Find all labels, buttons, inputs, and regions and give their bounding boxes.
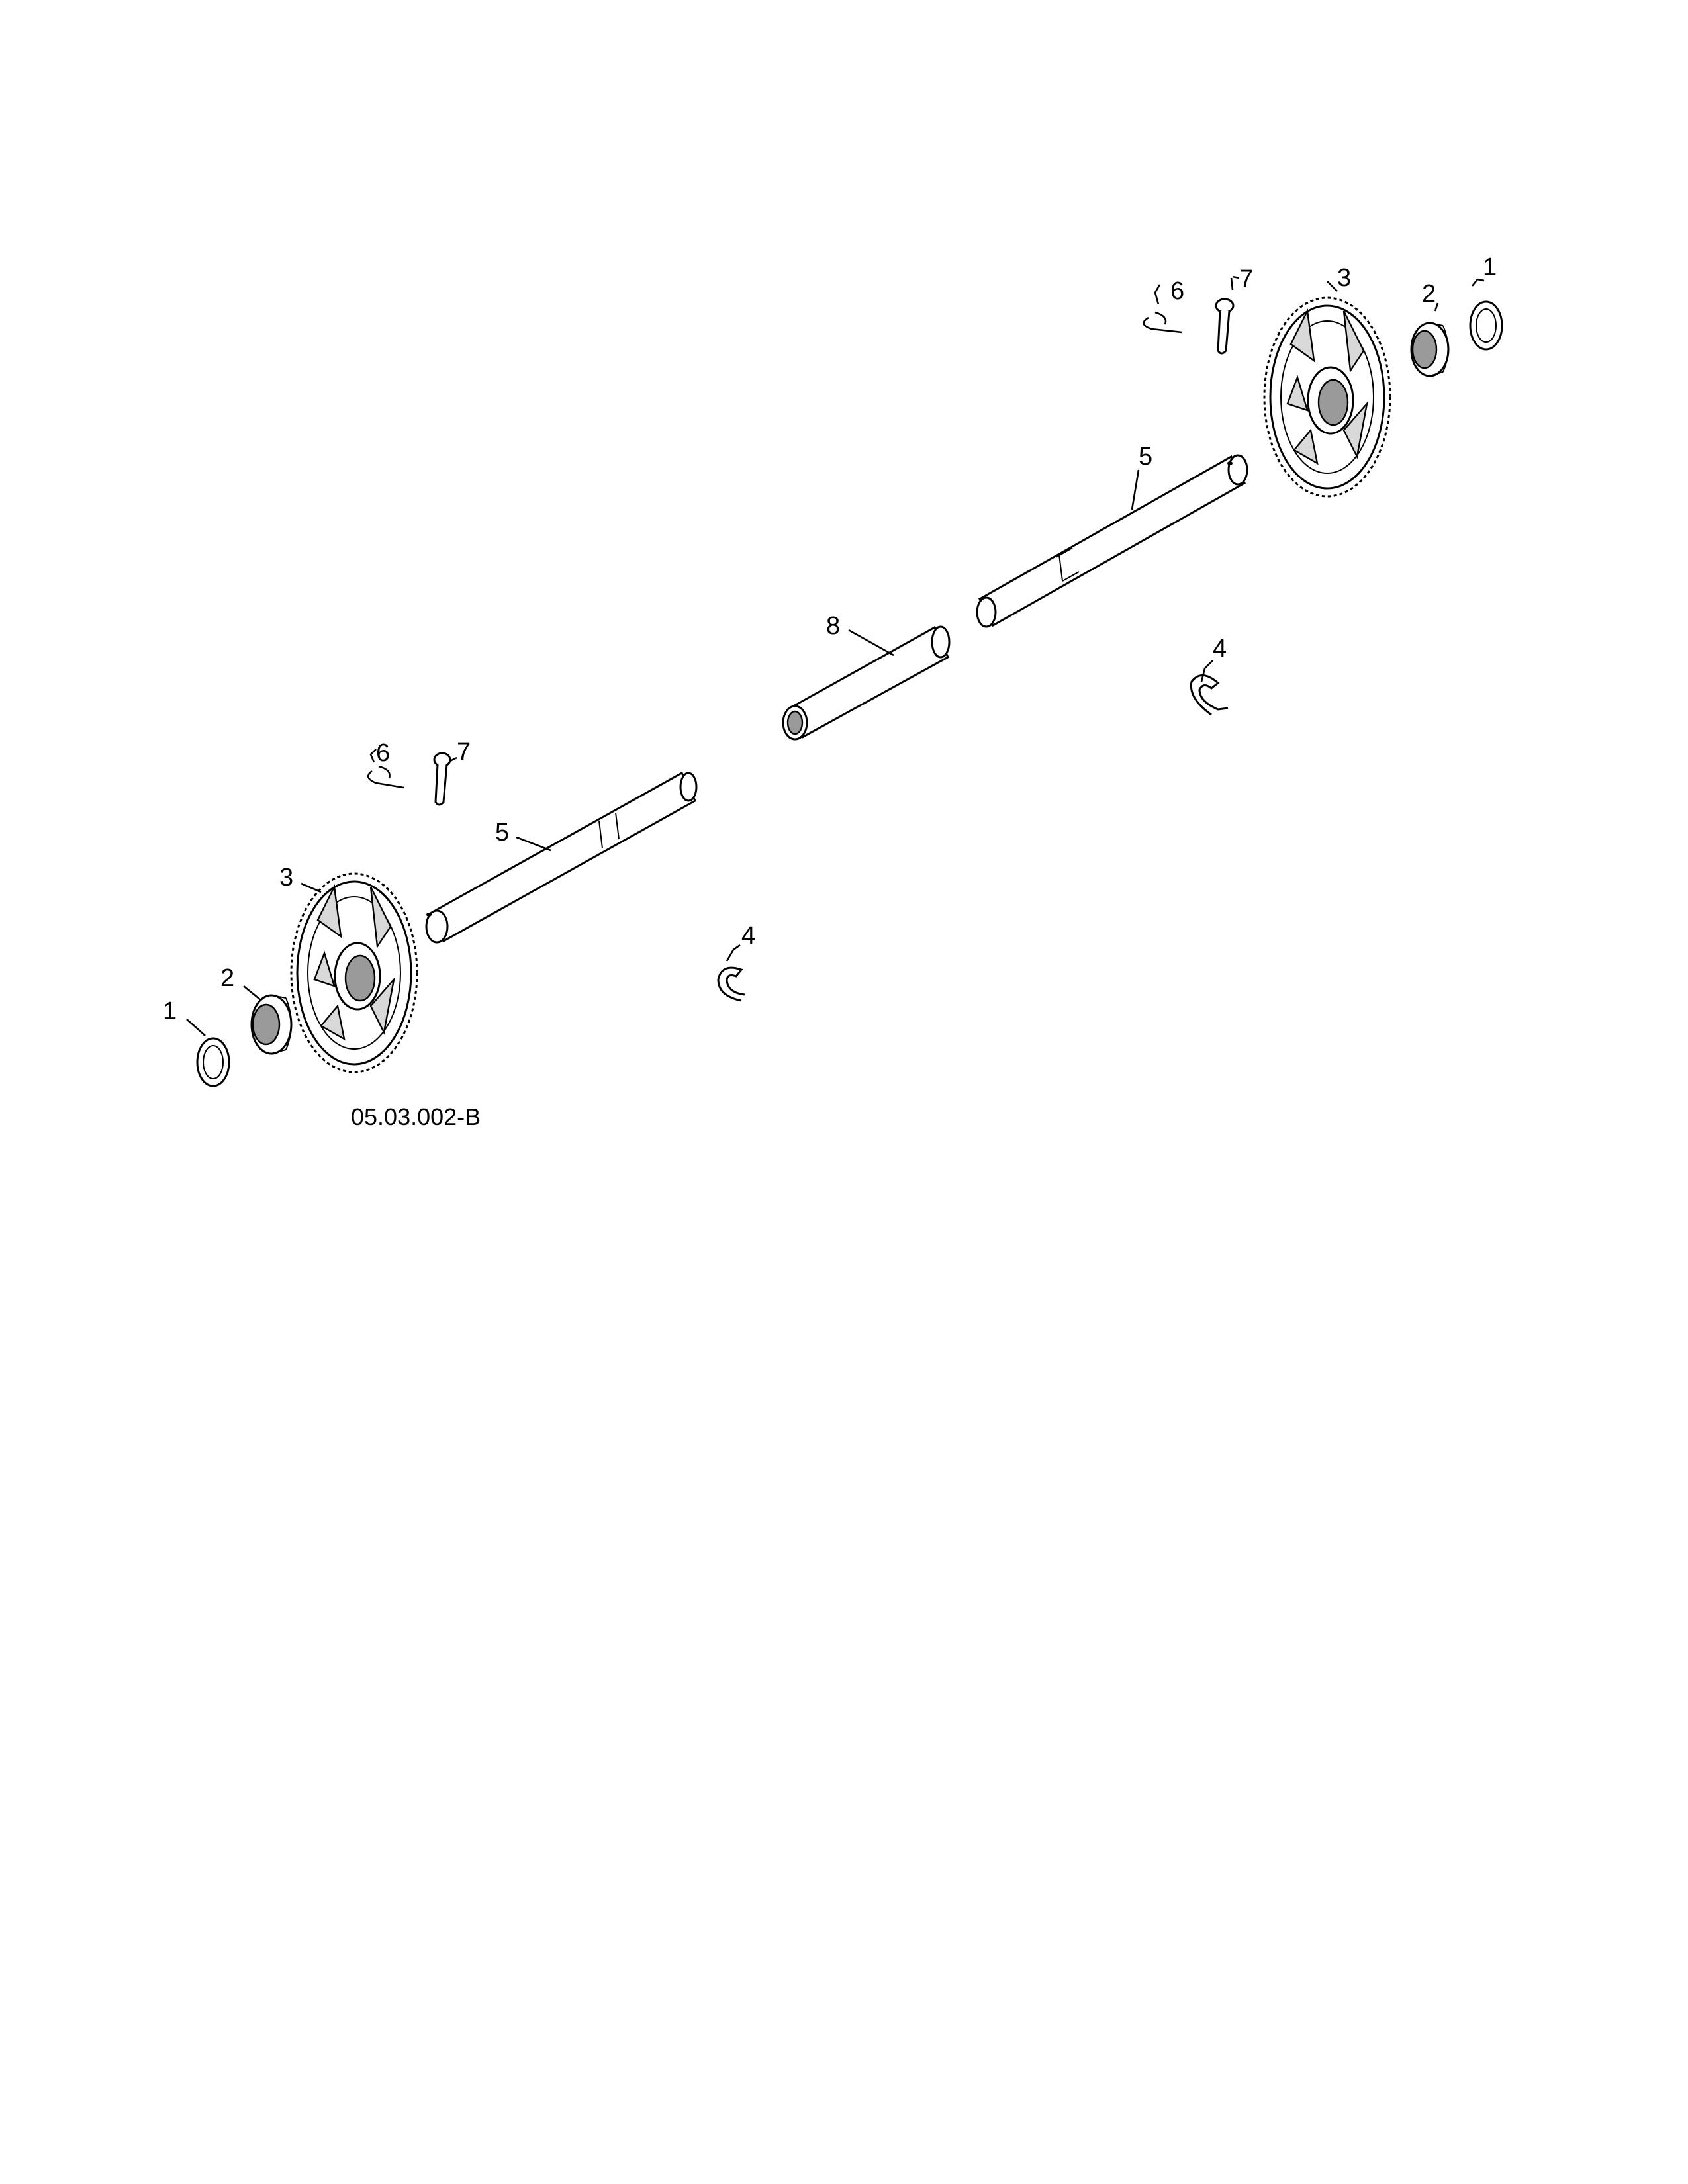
callout-right-5: 5 [1139,443,1152,471]
callout-right-1: 1 [1483,253,1497,281]
right-e-clip [1190,674,1229,716]
right-axle-shaft [976,454,1248,628]
right-washer [1469,300,1503,351]
callout-left-4: 4 [741,922,755,950]
callout-tube-8: 8 [826,612,840,640]
callout-left-5: 5 [495,819,509,846]
right-cotter-pin [1143,311,1182,334]
callout-left-3: 3 [279,864,293,891]
center-tube [782,625,951,741]
callout-right-4: 4 [1213,635,1227,662]
callout-left-7: 7 [457,738,471,766]
left-e-clip [717,966,745,1002]
leader-lines [186,275,1485,1036]
left-gear [290,872,418,1073]
callout-right-3: 3 [1337,264,1351,292]
left-clevis-pin [433,752,451,806]
right-bushing [1410,322,1450,377]
callout-left-1: 1 [163,997,177,1025]
left-axle-shaft [425,771,698,944]
drawing-code: 05.03.002-B [351,1103,481,1130]
callout-right-2: 2 [1422,280,1436,308]
right-clevis-pin [1215,298,1235,355]
left-bushing [250,994,293,1055]
left-washer [196,1037,230,1087]
right-gear [1263,296,1391,498]
callout-right-6: 6 [1170,277,1184,305]
callout-left-6: 6 [376,739,390,767]
left-cotter-pin [367,765,404,789]
callout-right-7: 7 [1239,265,1253,293]
callout-left-2: 2 [220,964,234,992]
